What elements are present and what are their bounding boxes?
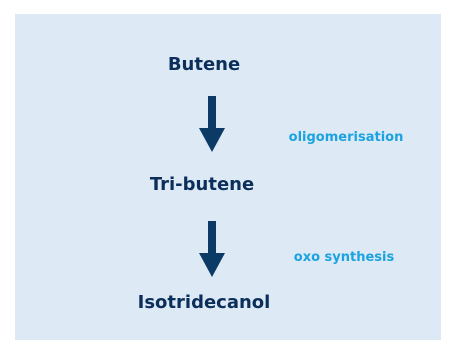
arrow-down-icon xyxy=(199,221,225,277)
node-butene: Butene xyxy=(167,54,241,75)
diagram-panel xyxy=(15,14,441,340)
step-label-oxo-synthesis: oxo synthesis xyxy=(293,250,395,265)
node-tri-butene: Tri-butene xyxy=(149,174,255,195)
arrow-down-icon xyxy=(199,96,225,152)
node-isotridecanol: Isotridecanol xyxy=(137,292,271,313)
step-label-oligomerisation: oligomerisation xyxy=(288,130,404,145)
